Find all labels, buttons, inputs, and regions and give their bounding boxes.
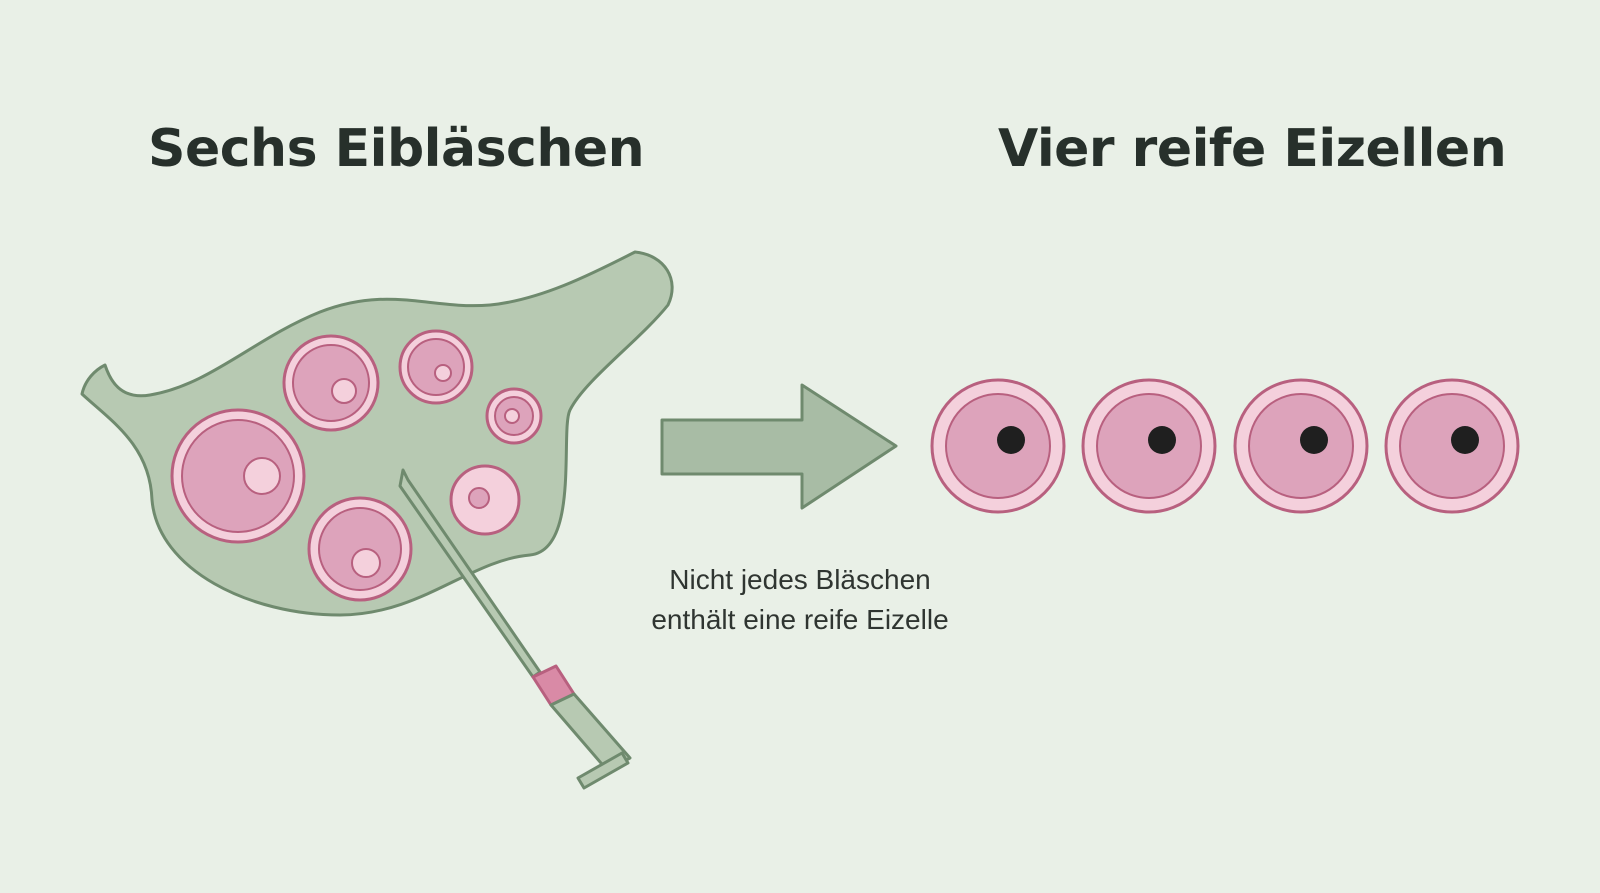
mature-egg-2 [1081,378,1217,514]
caption-line-2: enthält eine reife Eizelle [651,604,949,635]
caption: Nicht jedes Bläschen enthält eine reife … [600,560,1000,640]
aspiration-needle-icon [398,468,632,790]
follicle-upper-middle [282,334,380,432]
follicle-large-left [170,408,306,544]
mature-egg-3 [1233,378,1369,514]
follicle-group [170,329,543,602]
follicle-small-right [485,387,543,445]
caption-line-1: Nicht jedes Bläschen [669,564,931,595]
left-heading: Sechs Eibläschen [148,119,645,179]
mature-egg-4 [1384,378,1520,514]
follicle-mid-right [449,464,521,536]
right-heading: Vier reife Eizellen [998,119,1507,179]
right-arrow-icon [660,383,898,510]
follicle-upper-right [398,329,474,405]
mature-egg-group [930,378,1520,514]
follicle-lower-middle [307,496,413,602]
mature-egg-1 [930,378,1066,514]
